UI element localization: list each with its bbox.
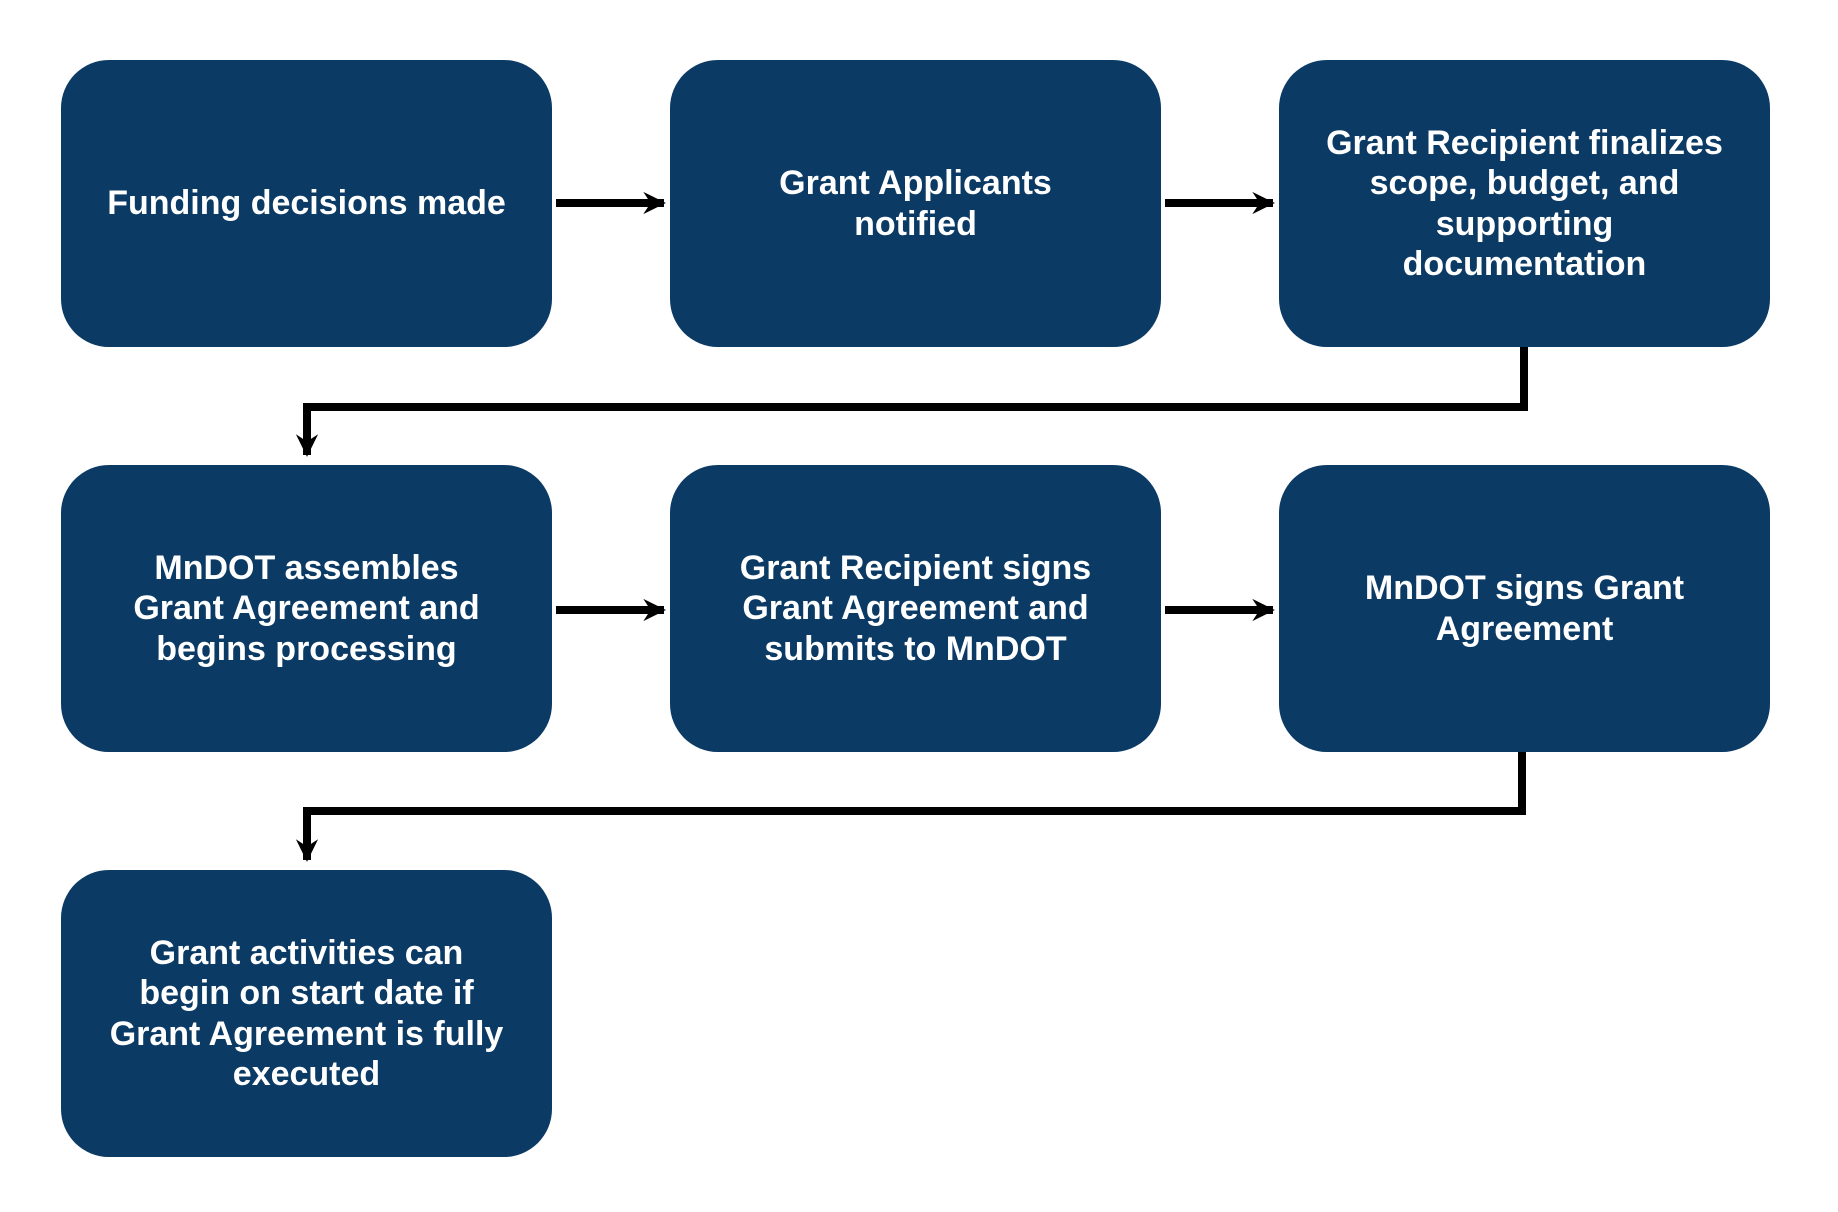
flow-node-label: MnDOT signs Grant Agreement [1364, 569, 1685, 648]
flow-node-label: Grant Recipient finalizes scope, budget,… [1326, 124, 1723, 283]
connector-mndot-signs-to-activities [295, 752, 1526, 862]
flow-node-label: Grant activities can begin on start date… [109, 934, 504, 1093]
flow-node-label: Grant Recipient signs Grant Agreement an… [739, 549, 1092, 668]
flow-node-label: Funding decisions made [107, 184, 506, 223]
flow-node-grant-activities-begin: Grant activities can begin on start date… [61, 870, 552, 1157]
flow-node-mndot-signs-agreement: MnDOT signs Grant Agreement [1279, 465, 1770, 752]
flow-node-recipient-signs-agreement: Grant Recipient signs Grant Agreement an… [670, 465, 1161, 752]
flow-node-grant-applicants-notified: Grant Applicants notified [670, 60, 1161, 347]
flow-node-recipient-finalizes-scope: Grant Recipient finalizes scope, budget,… [1279, 60, 1770, 347]
flow-node-label: Grant Applicants notified [779, 164, 1052, 243]
connector-finalizes-to-assembles [295, 347, 1528, 457]
flow-node-funding-decisions-made: Funding decisions made [61, 60, 552, 347]
flow-node-label: MnDOT assembles Grant Agreement and begi… [133, 549, 480, 668]
flow-node-mndot-assembles-agreement: MnDOT assembles Grant Agreement and begi… [61, 465, 552, 752]
